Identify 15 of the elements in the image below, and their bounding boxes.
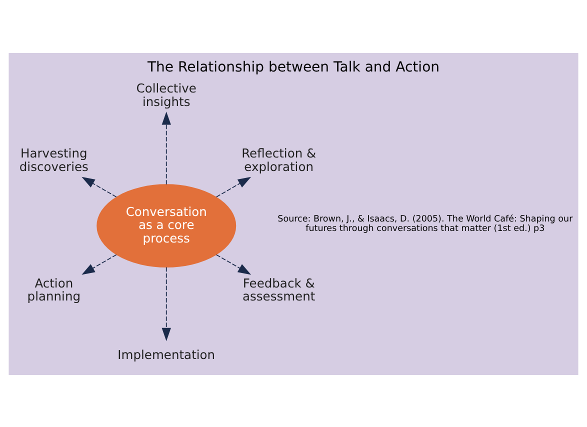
arrow — [82, 176, 117, 197]
arrow — [162, 266, 171, 341]
arrow — [216, 176, 252, 197]
arrow — [162, 111, 171, 184]
node-ellipse: Conversation as a core process — [96, 184, 236, 268]
arrow — [216, 254, 252, 274]
node-text: Collective insights — [136, 81, 196, 108]
node-text: Reflection & exploration — [242, 146, 316, 174]
label: Source: Brown, J., & Isaacs, D. (2005). The World Café: Shaping our futures through conversations that matter (1st ed.) p3 — [278, 214, 573, 234]
node-text: Harvesting discoveries — [19, 146, 88, 174]
diagram-title: The Relationship between Talk and Action — [147, 58, 440, 75]
node-text: Feedback & assessment — [242, 276, 316, 304]
arrow — [82, 254, 117, 274]
node-text: Implementation — [118, 347, 216, 362]
node-text: Action planning — [27, 276, 81, 304]
